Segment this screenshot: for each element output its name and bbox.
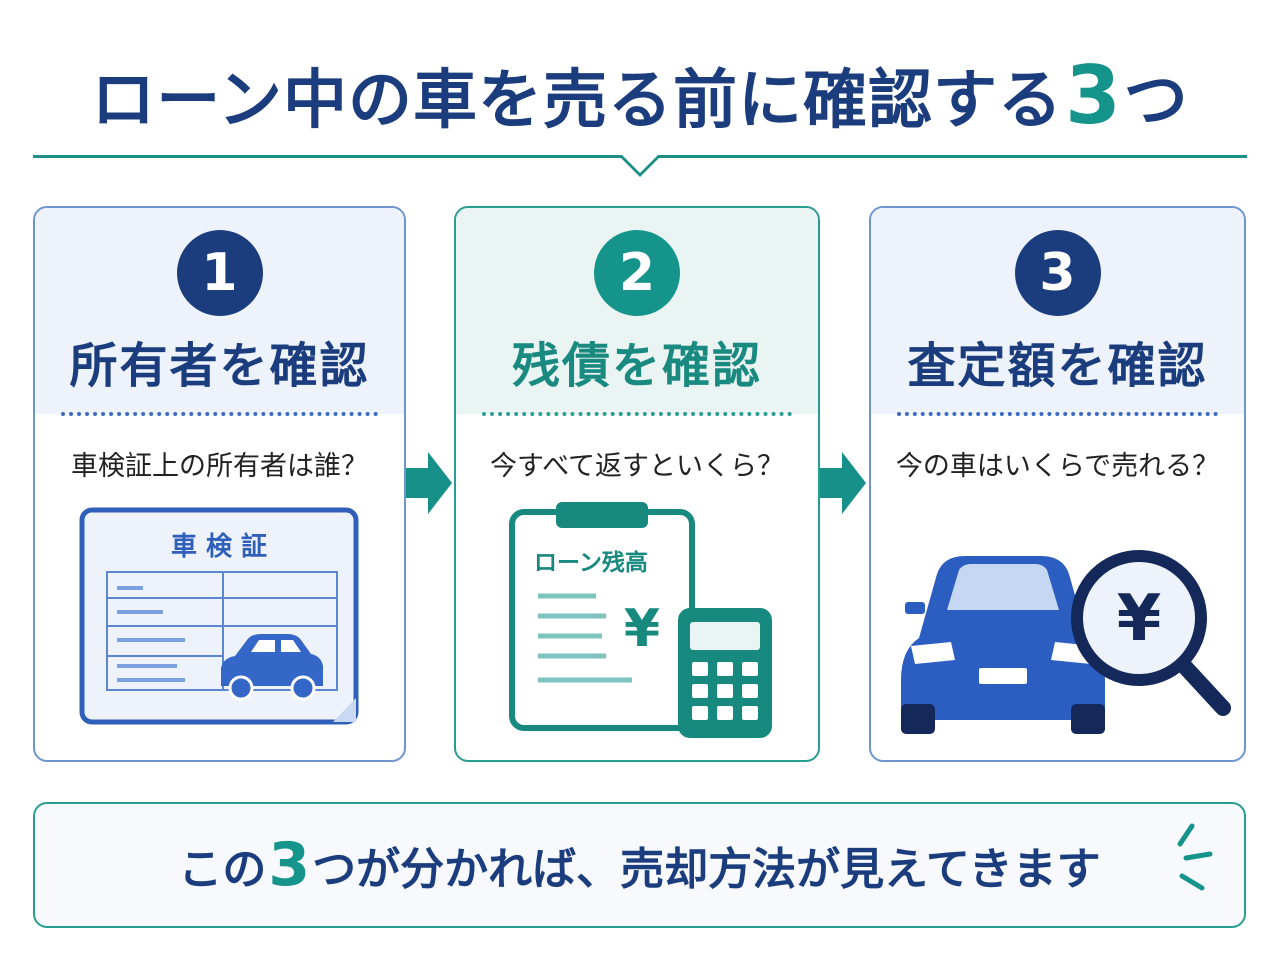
certificate-label: 車 検 証 — [171, 531, 267, 562]
step-card-2: 2 残債を確認 今すべて返すといくら？ ローン残高 ¥ — [454, 206, 820, 762]
divider-notch-inner — [622, 155, 658, 173]
summary-number: 3 — [268, 830, 311, 900]
step-number-badge-3: 3 — [1014, 230, 1101, 316]
title-prefix: ローン中の車を売る前に確認する — [91, 64, 1064, 138]
step-number-badge-2: 2 — [594, 230, 680, 316]
title-number: 3 — [1065, 48, 1122, 142]
arrow-right-icon-1 — [406, 452, 452, 514]
step-question-2: 今すべて返すといくら？ — [489, 451, 785, 482]
yen-symbol: ¥ — [624, 599, 660, 659]
vehicle-inspection-certificate-icon: 車 検 証 — [79, 507, 359, 725]
yen-symbol-magnifier: ¥ — [1117, 582, 1162, 656]
car-with-magnifier-icon: ¥ — [901, 550, 1231, 734]
summary-prefix: この — [178, 844, 267, 895]
dotted-divider-2 — [482, 412, 792, 416]
step-card-3: 3 査定額を確認 今の車はいくらで売れる？ ¥ — [869, 206, 1246, 762]
dotted-divider-3 — [897, 412, 1218, 416]
loan-balance-clipboard-icon: ローン残高 ¥ — [509, 502, 772, 738]
step-question-3: 今の車はいくらで売れる？ — [895, 451, 1220, 482]
step-number-badge-1: 1 — [176, 230, 263, 316]
arrow-right-icon-2 — [820, 452, 866, 514]
emphasis-lines-right-icon — [1177, 823, 1213, 891]
step-card-1: 1 所有者を確認 車検証上の所有者は誰？ 車 検 証 — [33, 206, 406, 762]
step-title-3: 査定額を確認 — [907, 338, 1208, 394]
dotted-divider-1 — [61, 412, 378, 416]
step-title-1: 所有者を確認 — [69, 338, 370, 394]
title-suffix: つ — [1123, 64, 1189, 138]
loan-balance-label: ローン残高 — [534, 549, 648, 576]
step-title-2: 残債を確認 — [511, 338, 762, 394]
summary-suffix: つが分かれば、売却方法が見えてきます — [312, 844, 1101, 895]
step-question-1: 車検証上の所有者は誰？ — [71, 451, 368, 482]
